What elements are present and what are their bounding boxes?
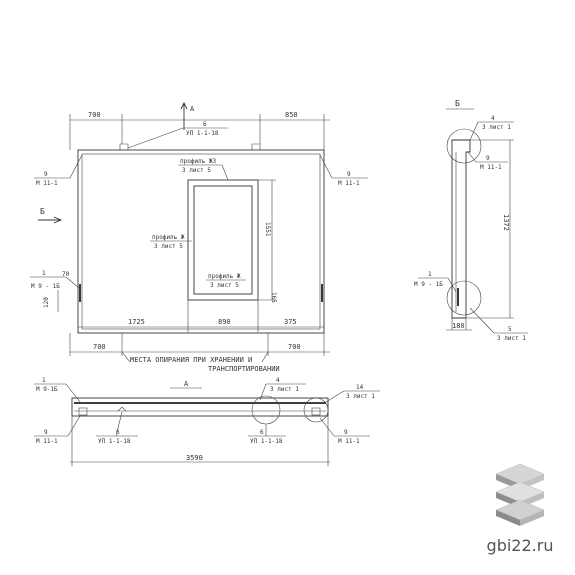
top-dim-right: 850 — [285, 111, 298, 119]
callout-1-text: М 9 - 1Б — [31, 283, 60, 290]
callout-6-leader — [127, 127, 184, 149]
dim-890: 890 — [218, 318, 231, 326]
callout-1-leader — [65, 276, 80, 289]
profile-top-leader — [221, 164, 229, 181]
plan-callout-1-text: М 9-1Б — [36, 386, 58, 393]
plan-outline — [71, 397, 329, 417]
side-callout-4-text: 3 лист 1 — [482, 124, 511, 131]
dim-1551: 1551 — [264, 222, 271, 237]
plan-callout-9-left-num: 9 — [44, 429, 48, 436]
support-note-line2: ТРАНСПОРТИРОВАНИИ — [208, 365, 280, 373]
plan-callout-4-num: 4 — [276, 377, 280, 384]
note-leader-right — [261, 351, 269, 363]
profile-bottom-line2: 3 лист 5 — [210, 282, 239, 289]
callout-9-right-text: М 11-1 — [338, 180, 360, 187]
side-callout-5-leader — [469, 307, 495, 334]
section-b-label: Б — [40, 207, 45, 216]
callout-6-text: УП 1-1-18 — [186, 130, 219, 137]
bottom-dim-right: 700 — [288, 343, 301, 351]
window-opening-outer — [187, 179, 259, 301]
profile-top-line1: профиль ЖЗ — [180, 158, 217, 165]
callout-9-left-num: 9 — [44, 171, 48, 178]
side-detail-circle-top — [446, 128, 482, 164]
plan-callout-14-num: 14 — [356, 384, 364, 391]
plan-total-dim: 3590 — [186, 454, 203, 462]
plan-groove — [117, 406, 127, 412]
side-callout-4-num: 4 — [491, 115, 495, 122]
support-note-line1: МЕСТА ОПИРАНИЯ ПРИ ХРАНЕНИИ И — [130, 356, 252, 364]
side-callout-5-num: 5 — [508, 326, 512, 333]
plan-callout-14-leader — [325, 390, 345, 403]
plan-callout-6-left-num: 6 — [116, 429, 120, 436]
section-a-arrowhead — [180, 101, 188, 110]
callout-9-left-leader — [69, 154, 83, 179]
plan-callout-1-leader — [65, 383, 81, 403]
plan-callout-4-leader — [259, 383, 267, 401]
plan-detail-circle-right — [303, 397, 329, 423]
note-leader-left — [121, 351, 131, 363]
side-dim-180: 180 — [452, 322, 465, 330]
dim-120: 120 — [43, 297, 50, 308]
bottom-dim-left: 700 — [93, 343, 106, 351]
plan-callout-4-text: 3 лист 1 — [270, 386, 299, 393]
side-callout-9-text: М 11-1 — [480, 164, 502, 171]
callout-6-num: 6 — [203, 121, 207, 128]
side-callout-1-text: М 9 - 1Б — [414, 281, 443, 288]
side-dim-1372: 1372 — [502, 214, 510, 231]
plan-callout-9-right-leader — [319, 417, 335, 437]
plan-callout-6-left-text: УП 1-1-18 — [98, 438, 131, 445]
callout-9-right-leader — [319, 154, 333, 179]
panel-inner-edge — [81, 153, 321, 330]
plan-right-embed — [311, 407, 321, 416]
window-opening-inner — [193, 185, 253, 295]
side-callout-5-text: 3 лист 1 — [497, 335, 526, 342]
watermark-text: gbi22.ru — [486, 536, 554, 555]
side-title: Б — [455, 99, 460, 108]
profile-left-line2: 3 лист 5 — [154, 243, 183, 250]
plan-callout-9-left-text: М 11-1 — [36, 438, 58, 445]
callout-1-num: 1 — [42, 270, 46, 277]
plan-callout-6-right-text: УП 1-1-18 — [250, 438, 283, 445]
plan-callout-6-right-num: 6 — [260, 429, 264, 436]
profile-bottom-line1: профиль Ж — [208, 273, 241, 280]
site-watermark: gbi22.ru — [470, 458, 575, 568]
top-dim-left: 700 — [88, 111, 101, 119]
section-b-arrowhead — [53, 216, 63, 224]
plan-detail-circle-mid — [251, 395, 281, 425]
side-detail-circle-bottom — [446, 280, 482, 316]
front-view: 700 850 А 6 УП 1-1-18 9 М 11-1 9 М 11-1 … — [30, 101, 368, 373]
section-a-label: А — [190, 105, 195, 113]
plan-section-a: А — [184, 380, 189, 388]
plan-callout-9-right-num: 9 — [344, 429, 348, 436]
callout-9-right-num: 9 — [347, 171, 351, 178]
dim-375: 375 — [284, 318, 297, 326]
side-callout-9-leader — [467, 151, 477, 163]
side-view: Б 4 3 лист 1 9 М 11-1 1372 1 М 9 - 1Б 18… — [414, 99, 528, 342]
plan-callout-6-left-leader — [115, 411, 123, 437]
side-slab — [451, 139, 471, 319]
plan-callout-9-left-leader — [67, 415, 81, 437]
plan-callout-14-text: 3 лист 1 — [346, 393, 375, 400]
dim-1725: 1725 — [128, 318, 145, 326]
stacked-slabs-logo-icon — [495, 463, 545, 526]
dim-70: 70 — [62, 271, 70, 278]
profile-left-line1: профиль Ж — [152, 234, 185, 241]
side-callout-4-leader — [469, 121, 479, 141]
plan-left-embed — [78, 407, 88, 416]
plan-callout-9-right-text: М 11-1 — [338, 438, 360, 445]
side-callout-1-leader — [447, 277, 457, 293]
callout-9-left-text: М 11-1 — [36, 180, 58, 187]
dim-165: 165 — [270, 292, 277, 303]
panel-outline — [77, 149, 325, 334]
lifting-loops — [119, 143, 261, 150]
plan-callout-1-num: 1 — [42, 377, 46, 384]
plan-view: 1 М 9-1Б А 4 3 лист 1 14 3 лист 1 9 М 11… — [34, 377, 380, 466]
profile-top-line2: 3 лист 5 — [182, 167, 211, 174]
side-callout-9-num: 9 — [486, 155, 490, 162]
side-callout-1-num: 1 — [428, 271, 432, 278]
